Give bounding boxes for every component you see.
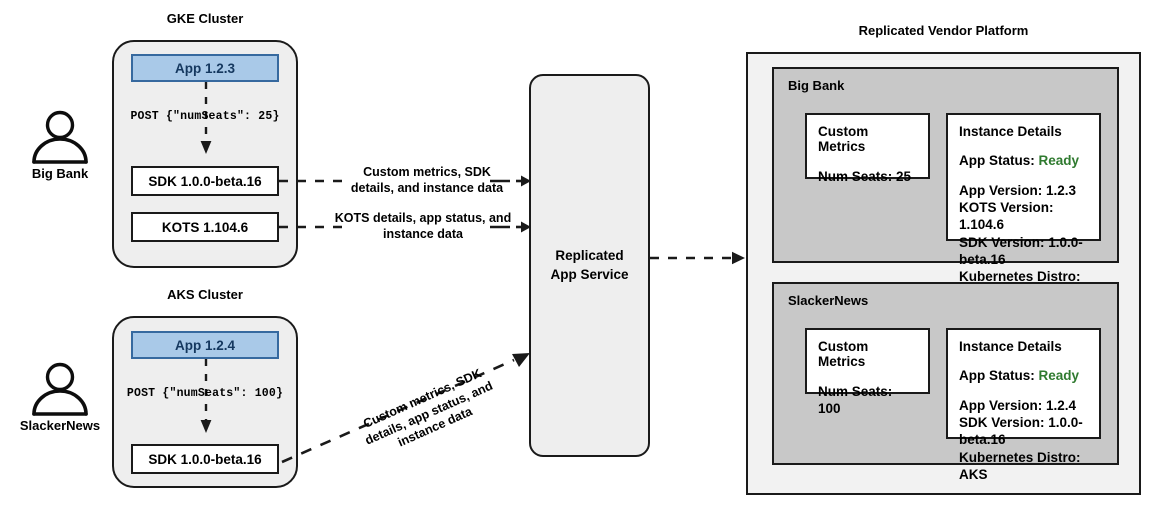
replicated-app-service-box[interactable]: Replicated App Service [529, 74, 650, 457]
app-status-row: App Status: Ready [959, 367, 1088, 384]
instance-details-title: Instance Details [959, 339, 1062, 354]
customer-name-label: SlackerNews [19, 418, 101, 433]
replicated-app-service-label: Replicated App Service [550, 247, 628, 283]
customer-slackernews: SlackerNews [18, 360, 102, 442]
aks-flow-arrow [281, 353, 530, 464]
customer-big-bank: Big Bank [18, 108, 102, 190]
status-badge: Ready [1038, 368, 1080, 383]
aks-cluster-title: AKS Cluster [167, 287, 243, 302]
app-status-label: App Status: [959, 153, 1035, 168]
app-status-label: App Status: [959, 368, 1035, 383]
service-to-platform-arrow [650, 251, 745, 265]
custom-metrics-row: Num Seats: 25 [818, 169, 912, 184]
instance-details-card-big-bank[interactable]: Instance Details App Status: Ready App V… [946, 113, 1101, 301]
aks-app-box[interactable]: App 1.2.4 [131, 331, 279, 359]
vendor-platform-container: Big Bank Custom Metrics Num Seats: 25 In… [746, 52, 1141, 495]
instance-row: KOTS Version: 1.104.6 [959, 200, 1054, 233]
platform-title: Replicated Vendor Platform [858, 23, 1029, 38]
gke-sdk-flow-line-left [279, 179, 345, 183]
service-line1: Replicated [555, 248, 624, 264]
app-status-row: App Status: Ready [959, 152, 1088, 169]
aks-post-label: POST {"numSeats": 100} [126, 387, 284, 400]
custom-metrics-row: Num Seats: 100 [818, 384, 893, 417]
customer-name-label: Big Bank [31, 166, 89, 181]
gke-post-label: POST {"numSeats": 25} [130, 110, 280, 123]
instance-row: App Version: 1.2.4 [959, 398, 1077, 414]
flow-label-line2: instance data [383, 226, 463, 241]
flow-label-line1: Custom metrics, SDK [363, 165, 491, 179]
instance-row: SDK Version: 1.0.0-beta.16 [959, 415, 1083, 448]
custom-metrics-title: Custom Metrics [818, 124, 869, 154]
custom-metrics-title: Custom Metrics [818, 339, 869, 369]
tenant-name-label: Big Bank [788, 78, 845, 93]
flow-label-line1: KOTS details, app status, and [334, 211, 512, 225]
aks-sdk-box[interactable]: SDK 1.0.0-beta.16 [131, 444, 279, 474]
instance-details-title: Instance Details [959, 124, 1062, 139]
tenant-big-bank[interactable]: Big Bank Custom Metrics Num Seats: 25 In… [772, 67, 1119, 301]
custom-metrics-card-slackernews[interactable]: Custom Metrics Num Seats: 100 [805, 328, 930, 416]
gke-cluster-title: GKE Cluster [166, 11, 244, 26]
gke-kots-flow-arrow [490, 221, 531, 233]
gke-kots-flow-line-left [279, 225, 345, 229]
tenant-name-label: SlackerNews [788, 293, 869, 308]
instance-row: Kubernetes Distro: AKS [959, 449, 1081, 482]
service-line2: App Service [550, 266, 629, 282]
tenant-slackernews[interactable]: SlackerNews Custom Metrics Num Seats: 10… [772, 282, 1119, 482]
gke-kots-flow-label: KOTS details, app status, and instance d… [325, 211, 521, 242]
gke-sdk-flow-arrow [490, 175, 531, 187]
user-icon [32, 362, 88, 416]
custom-metrics-card-big-bank[interactable]: Custom Metrics Num Seats: 25 [805, 113, 930, 184]
gke-sdk-box[interactable]: SDK 1.0.0-beta.16 [131, 166, 279, 196]
instance-row: App Version: 1.2.3 [959, 183, 1077, 199]
flow-label-line2: details, and instance data [350, 180, 504, 195]
instance-details-card-slackernews[interactable]: Instance Details App Status: Ready App V… [946, 328, 1101, 482]
gke-kots-box[interactable]: KOTS 1.104.6 [131, 212, 279, 242]
gke-app-box[interactable]: App 1.2.3 [131, 54, 279, 82]
gke-sdk-flow-label: Custom metrics, SDK details, and instanc… [336, 165, 518, 196]
aks-app-to-sdk-arrow [200, 359, 212, 433]
instance-row: SDK Version: 1.0.0-beta.16 [959, 234, 1083, 267]
user-icon [32, 110, 88, 164]
status-badge: Ready [1038, 153, 1080, 168]
gke-app-to-sdk-arrow [200, 82, 212, 154]
